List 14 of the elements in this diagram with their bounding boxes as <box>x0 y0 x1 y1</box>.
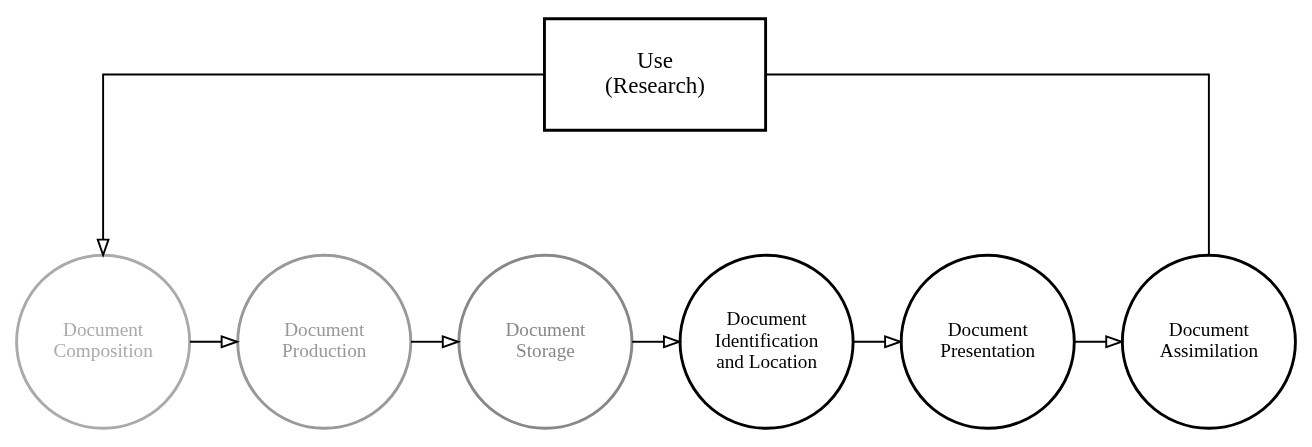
connector <box>764 73 1210 256</box>
node-circle: Document Storage <box>457 253 634 430</box>
arrow <box>852 335 904 349</box>
node-circle: Document Assimilation <box>1120 253 1297 430</box>
node-circle: Document Identification and Location <box>678 253 855 430</box>
arrow <box>96 73 545 258</box>
arrow <box>631 335 683 349</box>
node-circle: Document Production <box>236 253 413 430</box>
arrow <box>188 335 240 349</box>
arrow <box>410 335 462 349</box>
node-circle: Document Composition <box>15 253 192 430</box>
node-box: Use (Research) <box>543 17 768 132</box>
node-circle: Document Presentation <box>899 253 1076 430</box>
arrow <box>1073 335 1125 349</box>
